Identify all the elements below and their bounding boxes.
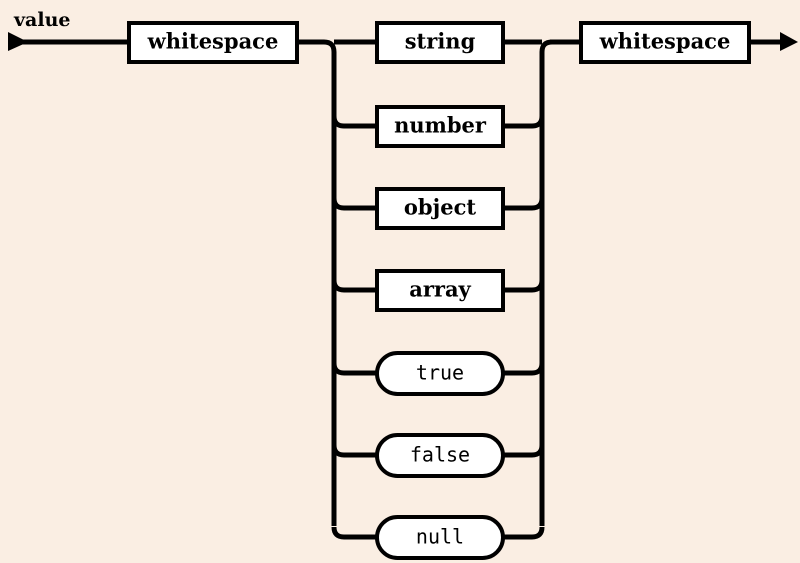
- node-object-label: object: [404, 195, 476, 220]
- node-null-label: null: [416, 525, 464, 549]
- node-whitespace-suffix[interactable]: whitespace: [579, 21, 751, 64]
- node-object[interactable]: object: [375, 187, 505, 230]
- node-number-label: number: [394, 113, 487, 138]
- node-true[interactable]: true: [375, 351, 505, 396]
- node-array[interactable]: array: [375, 269, 505, 312]
- node-true-label: true: [416, 361, 464, 385]
- exit-arrow-icon: [748, 32, 798, 51]
- node-array-label: array: [409, 277, 471, 302]
- node-string-label: string: [405, 29, 476, 54]
- node-number[interactable]: number: [375, 105, 505, 148]
- node-whitespace-prefix[interactable]: whitespace: [127, 21, 299, 64]
- node-whitespace-suffix-label: whitespace: [599, 29, 731, 54]
- node-false[interactable]: false: [375, 433, 505, 478]
- node-null[interactable]: null: [375, 515, 505, 560]
- node-false-label: false: [410, 443, 470, 467]
- entry-arrow-icon: [8, 32, 130, 51]
- diagram-title: value: [13, 9, 70, 31]
- node-string[interactable]: string: [375, 21, 505, 64]
- node-whitespace-prefix-label: whitespace: [147, 29, 279, 54]
